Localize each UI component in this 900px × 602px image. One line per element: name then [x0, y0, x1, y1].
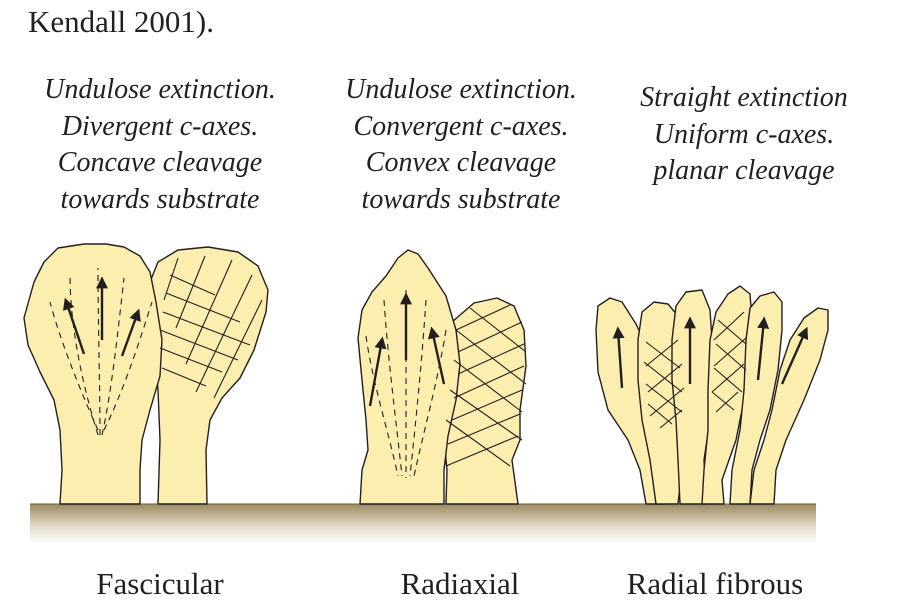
- radiaxial-caption: Radiaxial: [400, 566, 520, 601]
- fascicular-description: Undulose extinction. Divergent c-axes. C…: [10, 72, 310, 218]
- fascicular-crystals: [23, 243, 269, 505]
- arrow-icon: [120, 308, 141, 357]
- arrow-icon: [756, 316, 770, 381]
- description-line: Undulose extinction.: [345, 74, 577, 105]
- arrow-icon: [368, 336, 387, 407]
- header-citation: Kendall 2001).: [28, 4, 214, 39]
- description-line: Undulose extinction.: [44, 74, 276, 105]
- fascicular-caption: Fascicular: [96, 566, 224, 601]
- radiaxial-crystal-left: [357, 249, 461, 505]
- fascicular-crystal-right: [149, 246, 269, 505]
- arrow-icon: [780, 326, 809, 385]
- radial-c-axis-arrows: [612, 316, 809, 389]
- description-line: Concave cleavage: [57, 147, 263, 178]
- description-line: towards substrate: [60, 183, 260, 215]
- radial-fibrous-caption: Radial fibrous: [626, 566, 804, 601]
- fascicular-crystal-left: [23, 243, 163, 505]
- radial-crystal-4: [701, 285, 753, 505]
- description-line: Divergent c-axes.: [61, 110, 259, 142]
- radiaxial-cleavage-hatch: [445, 304, 527, 467]
- description-line: Straight extinction: [640, 82, 848, 113]
- arrow-icon: [427, 326, 446, 385]
- description-line: towards substrate: [361, 183, 561, 215]
- description-line: Uniform c-axes.: [653, 118, 835, 150]
- radiaxial-description: Undulose extinction. Convergent c-axes. …: [318, 72, 604, 218]
- radial-cleavage-hatch: [643, 311, 747, 429]
- fascicular-cleavage-hatch: [159, 255, 263, 399]
- radial-crystal-5: [729, 291, 783, 505]
- fascicular-c-axis-arrows: [63, 276, 141, 357]
- description-line: Convergent c-axes.: [353, 110, 569, 142]
- radial-crystal-6: [749, 307, 829, 505]
- description-line: Convex cleavage: [365, 147, 557, 178]
- arrow-icon: [612, 326, 625, 389]
- substrate: [30, 504, 816, 544]
- radial-fibrous-description: Straight extinction Uniform c-axes. plan…: [606, 80, 882, 190]
- radial-fibrous-crystals: [595, 285, 829, 505]
- arrow-icon: [63, 297, 86, 355]
- radiaxial-crystals: [357, 249, 527, 505]
- radiaxial-c-axis-arrows: [368, 292, 446, 407]
- description-line: planar cleavage: [653, 155, 835, 186]
